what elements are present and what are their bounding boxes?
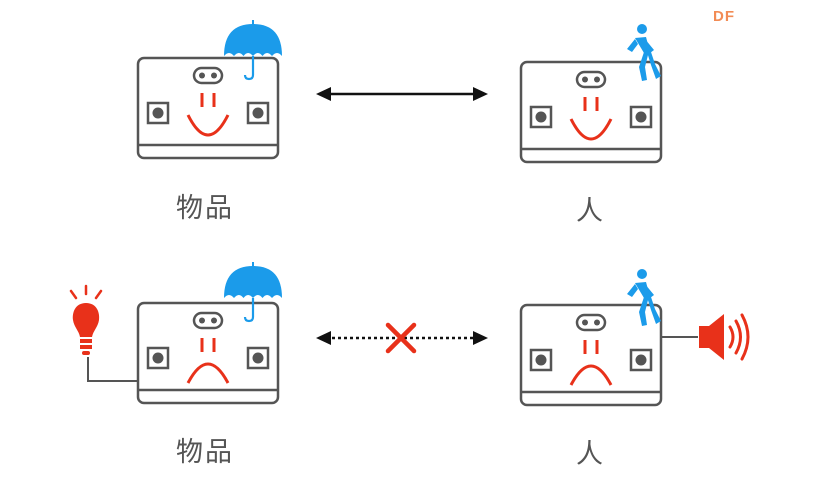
cross-icon <box>385 322 417 354</box>
object-label: 物品 <box>176 193 234 224</box>
person-label: 人 <box>576 439 605 470</box>
object-board-sad <box>136 301 280 405</box>
object-board-happy <box>136 56 280 160</box>
bulb-wire <box>87 357 138 382</box>
speaker-icon <box>699 313 750 361</box>
person-board-happy <box>519 60 663 164</box>
watermark-logo: DF <box>713 8 735 25</box>
bidirectional-arrow <box>316 87 488 101</box>
person-board-sad <box>519 303 663 407</box>
light-bulb-icon <box>69 284 103 355</box>
person-label: 人 <box>576 196 605 227</box>
blocked-arrow <box>316 322 488 354</box>
object-label: 物品 <box>176 437 234 468</box>
